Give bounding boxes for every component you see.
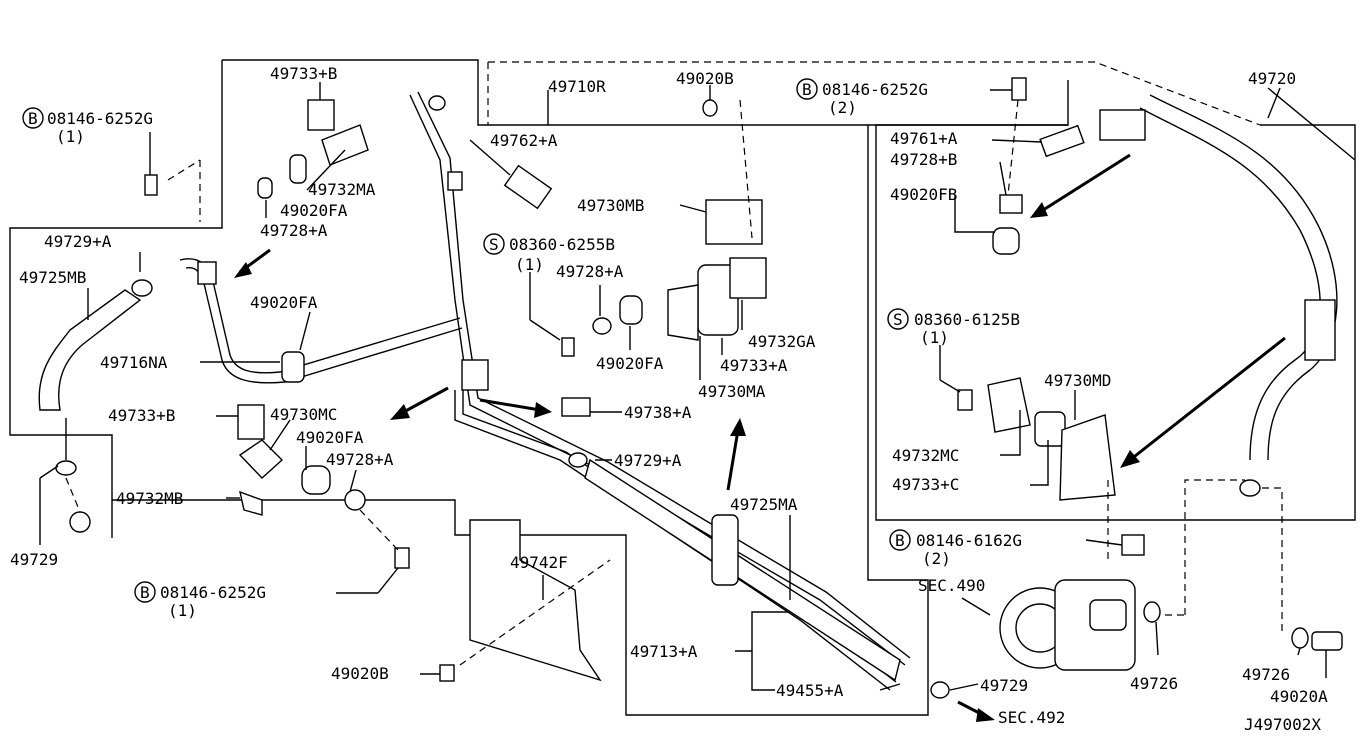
label-49732GA: 49732GA (748, 332, 816, 351)
left-hose-assembly (38, 99, 463, 569)
leader-lines (39, 82, 1327, 691)
label-49732MA: 49732MA (308, 180, 376, 199)
bolt-badge-tr-letter: B (802, 80, 812, 99)
bolt-badge-br (889, 529, 911, 551)
bolt-badges: B B B B S S (22, 78, 911, 603)
label-49742F: 49742F (510, 553, 568, 572)
label-49710R: 49710R (548, 77, 606, 96)
label-49738A: 49738+A (624, 403, 692, 422)
label-49730MB: 49730MB (577, 196, 644, 215)
label-08146-6162G-qty: (2) (922, 549, 951, 568)
label-49728A-2: 49728+A (556, 262, 624, 281)
label-49730MC: 49730MC (270, 405, 337, 424)
label-08146-6162G: 08146-6162G (916, 531, 1022, 550)
label-08146-6252G-tl-qty: (1) (56, 127, 85, 146)
label-49728B: 49728+B (890, 150, 957, 169)
label-49730MD: 49730MD (1044, 371, 1111, 390)
label-08146-6252G-tr-qty: (2) (828, 98, 857, 117)
diagram-code: J497002X (1244, 715, 1321, 734)
label-08146-6252G-bl: 08146-6252G (160, 583, 266, 602)
screw-badge-center-letter: S (489, 235, 499, 254)
label-49728A-1: 49728+A (260, 221, 328, 240)
frame-outlines (9, 59, 1356, 716)
label-49729A-2: 49729+A (614, 451, 682, 470)
label-49020A: 49020A (1270, 687, 1328, 706)
center-pipe-assembly (409, 91, 911, 691)
label-49732MC: 49732MC (892, 446, 959, 465)
label-49020FB: 49020FB (890, 185, 957, 204)
label-08146-6252G-tr: 08146-6252G (822, 80, 928, 99)
label-49725MB: 49725MB (19, 268, 86, 287)
right-hose-assembly (957, 77, 1338, 560)
label-49762A: 49762+A (490, 131, 558, 150)
bolt-badge-bl-letter: B (140, 583, 150, 602)
label-08360-6125B: 08360-6125B (914, 310, 1020, 329)
label-SEC490: SEC.490 (918, 576, 985, 595)
label-08360-6255B-qty: (1) (515, 255, 544, 274)
label-49733C: 49733+C (892, 475, 959, 494)
label-49726-right: 49726 (1242, 665, 1290, 684)
label-08360-6125B-qty: (1) (920, 328, 949, 347)
label-49455A: 49455+A (776, 681, 844, 700)
label-49020B-bottom: 49020B (331, 664, 389, 683)
bolt-badge-tl (22, 107, 44, 129)
label-49728A-3: 49728+A (326, 450, 394, 469)
label-08146-6252G-tl: 08146-6252G (47, 109, 153, 128)
label-49020FA-3: 49020FA (296, 428, 364, 447)
screw-badge-right (887, 308, 909, 330)
label-49713A: 49713+A (630, 642, 698, 661)
label-49716NA: 49716NA (100, 353, 168, 372)
part-labels: 49733+B 08146-6252G (1) 49732MA 49020FA … (10, 64, 1328, 734)
bolt-badge-tl-letter: B (28, 109, 38, 128)
power-steering-pump (930, 479, 1343, 699)
label-49761A: 49761+A (890, 129, 958, 148)
bolt-badge-br-letter: B (895, 531, 905, 550)
label-49733B-mid: 49733+B (108, 406, 175, 425)
label-49732MB: 49732MB (116, 489, 183, 508)
direction-arrows (234, 153, 1286, 722)
label-49729-bottom: 49729 (980, 676, 1028, 695)
label-49020FA-1: 49020FA (280, 201, 348, 220)
label-49020B-top: 49020B (676, 69, 734, 88)
screw-badge-center (483, 233, 505, 255)
label-49720: 49720 (1248, 69, 1296, 88)
label-49020FA-2: 49020FA (250, 293, 318, 312)
clamp-49020FA (281, 351, 305, 383)
label-08360-6255B: 08360-6255B (509, 235, 615, 254)
label-49726-mid: 49726 (1130, 674, 1178, 693)
label-49729-left: 49729 (10, 550, 58, 569)
cover-plate-49742F (439, 519, 611, 682)
label-49733B-top: 49733+B (270, 64, 337, 83)
screw-badge-right-letter: S (893, 310, 903, 329)
label-49733A: 49733+A (720, 356, 788, 375)
label-49729A-1: 49729+A (44, 232, 112, 251)
label-49020FA-4: 49020FA (596, 354, 664, 373)
label-49725MA: 49725MA (730, 495, 798, 514)
bolt-badge-tr (796, 78, 818, 100)
label-08146-6252G-bl-qty: (1) (168, 601, 197, 620)
label-49730MA: 49730MA (698, 382, 766, 401)
label-SEC492: SEC.492 (998, 708, 1065, 727)
bolt-badge-bl (134, 581, 156, 603)
